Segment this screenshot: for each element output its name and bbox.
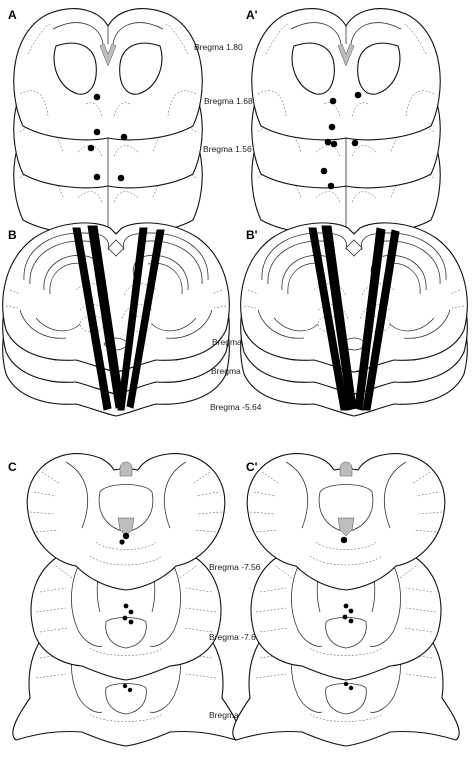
section-b-prime-top xyxy=(240,222,468,373)
injection-site-marker xyxy=(328,123,336,131)
panel-label-a: A xyxy=(8,8,17,22)
panel-c: C Bregma -7.56 Bregma -7.68 Bregma -7.80 xyxy=(8,453,261,747)
panel-label-a-prime: A' xyxy=(246,8,258,22)
injection-site-marker xyxy=(123,603,129,609)
electrode-track xyxy=(354,227,386,411)
injection-site-marker xyxy=(348,618,354,624)
injection-site-marker xyxy=(329,97,337,105)
electrode-track xyxy=(126,229,165,409)
panel-label-c: C xyxy=(8,460,17,474)
injection-site-marker xyxy=(343,603,349,609)
injection-site-marker xyxy=(351,139,359,147)
injection-site-marker xyxy=(324,138,332,146)
injection-site-marker xyxy=(120,133,128,141)
panel-b: B Bregma -5.40 Bregma -5.52 Bregma -5.64 xyxy=(2,222,264,417)
panel-b-prime: B' xyxy=(240,222,468,417)
panel-label-c-prime: C' xyxy=(246,460,258,474)
injection-site-marker xyxy=(128,609,134,615)
section-a-prime-top xyxy=(251,8,441,141)
electrode-track xyxy=(117,227,148,411)
injection-site-marker xyxy=(87,144,95,152)
section-a-top xyxy=(13,8,203,141)
bregma-label: Bregma -5.64 xyxy=(210,402,262,412)
electrode-track xyxy=(362,229,400,411)
injection-site-marker xyxy=(119,539,125,545)
injection-site-marker xyxy=(93,128,101,136)
injection-site-marker xyxy=(93,93,101,101)
bregma-label: Bregma -5.52 xyxy=(211,366,263,376)
bregma-label: Bregma -7.56 xyxy=(209,562,261,572)
injection-site-marker xyxy=(122,615,128,621)
panel-c-prime: C' xyxy=(232,453,460,747)
panel-label-b-prime: B' xyxy=(246,228,258,242)
electrode-track xyxy=(72,227,112,411)
panel-label-b: B xyxy=(8,228,17,242)
bregma-label: Bregma -7.68 xyxy=(209,632,261,642)
injection-site-marker xyxy=(93,173,101,181)
injection-site-marker xyxy=(117,174,125,182)
injection-site-marker xyxy=(127,687,133,693)
panel-a: A Bregma 1.80 Bregma 1.68 Bregma 1.56 xyxy=(8,8,253,235)
injection-site-marker xyxy=(320,167,328,175)
bregma-label: Bregma 1.56 xyxy=(203,144,252,154)
injection-site-marker xyxy=(128,619,134,625)
injection-site-marker xyxy=(343,681,349,687)
injection-site-marker xyxy=(122,683,128,689)
injection-site-marker xyxy=(354,91,362,99)
bregma-label: Bregma 1.68 xyxy=(204,96,253,106)
bregma-label: Bregma -5.40 xyxy=(212,337,264,347)
injection-site-marker xyxy=(330,140,338,148)
injection-site-marker xyxy=(340,536,348,544)
panel-a-prime: A' xyxy=(246,8,441,235)
injection-site-marker xyxy=(327,182,335,190)
injection-site-marker xyxy=(122,532,130,540)
bregma-label: Bregma -7.80 xyxy=(209,710,261,720)
injection-site-marker xyxy=(348,685,354,691)
bregma-label: Bregma 1.80 xyxy=(194,42,243,52)
injection-site-marker xyxy=(342,614,348,620)
injection-site-marker xyxy=(348,608,354,614)
